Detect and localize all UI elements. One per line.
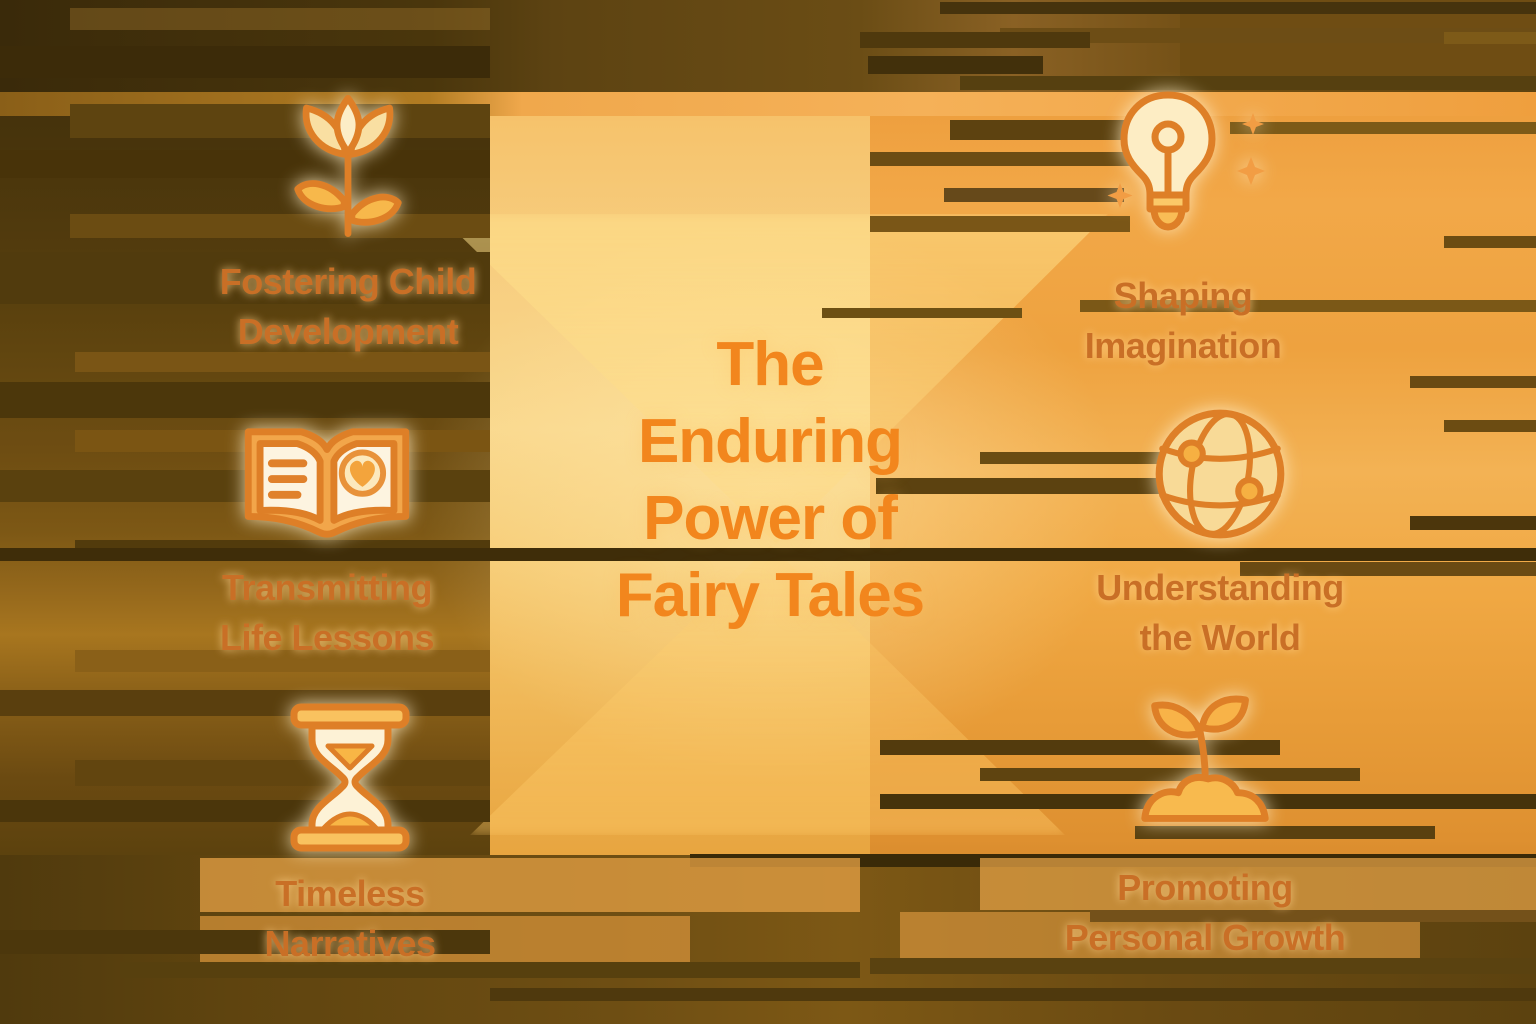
item-transmitting-life-lessons: Transmitting Life Lessons <box>77 418 577 663</box>
flower-icon <box>294 94 402 238</box>
item-label-fostering-child-development: Fostering Child Development <box>219 261 477 352</box>
page-title: The Enduring Power of Fairy Tales <box>615 330 925 630</box>
item-label-promoting-personal-growth: Promoting Personal Growth <box>1064 867 1346 958</box>
item-label-understanding-the-world: Understanding the World <box>1096 567 1344 658</box>
sprout-icon <box>1141 695 1269 822</box>
item-timeless-narratives: Timeless Narratives <box>100 700 600 969</box>
item-understanding-the-world: Understanding the World <box>970 398 1470 663</box>
item-promoting-personal-growth: Promoting Personal Growth <box>955 692 1455 963</box>
lightbulb-icon <box>1107 91 1265 231</box>
hourglass-icon <box>290 703 410 852</box>
open-book-heart-icon <box>244 428 410 538</box>
item-label-shaping-imagination: Shaping Imagination <box>1084 275 1282 366</box>
item-shaping-imagination: Shaping Imagination <box>933 85 1433 371</box>
item-fostering-child-development: Fostering Child Development <box>98 90 598 357</box>
globe-icon <box>1155 409 1285 539</box>
item-label-timeless-narratives: Timeless Narratives <box>264 873 436 964</box>
item-label-transmitting-life-lessons: Transmitting Life Lessons <box>219 567 435 658</box>
